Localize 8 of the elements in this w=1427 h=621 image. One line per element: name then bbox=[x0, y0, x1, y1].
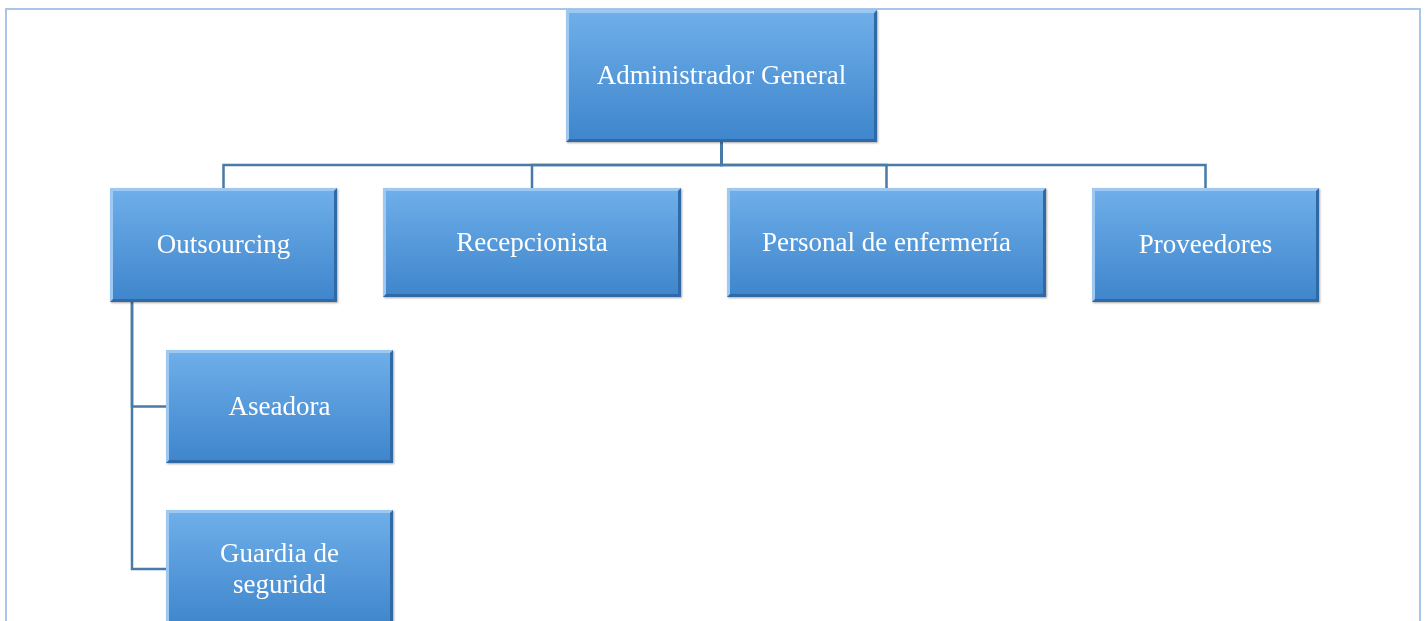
connector-line bbox=[130, 302, 166, 571]
org-box: Guardia de seguridd bbox=[166, 510, 393, 621]
org-box: Recepcionista bbox=[383, 188, 681, 297]
org-box: Personal de enfermería bbox=[727, 188, 1046, 297]
org-box: Administrador General bbox=[566, 10, 877, 142]
org-box: Aseadora bbox=[166, 350, 393, 463]
org-box: Outsourcing bbox=[110, 188, 337, 302]
org-box: Proveedores bbox=[1092, 188, 1319, 302]
